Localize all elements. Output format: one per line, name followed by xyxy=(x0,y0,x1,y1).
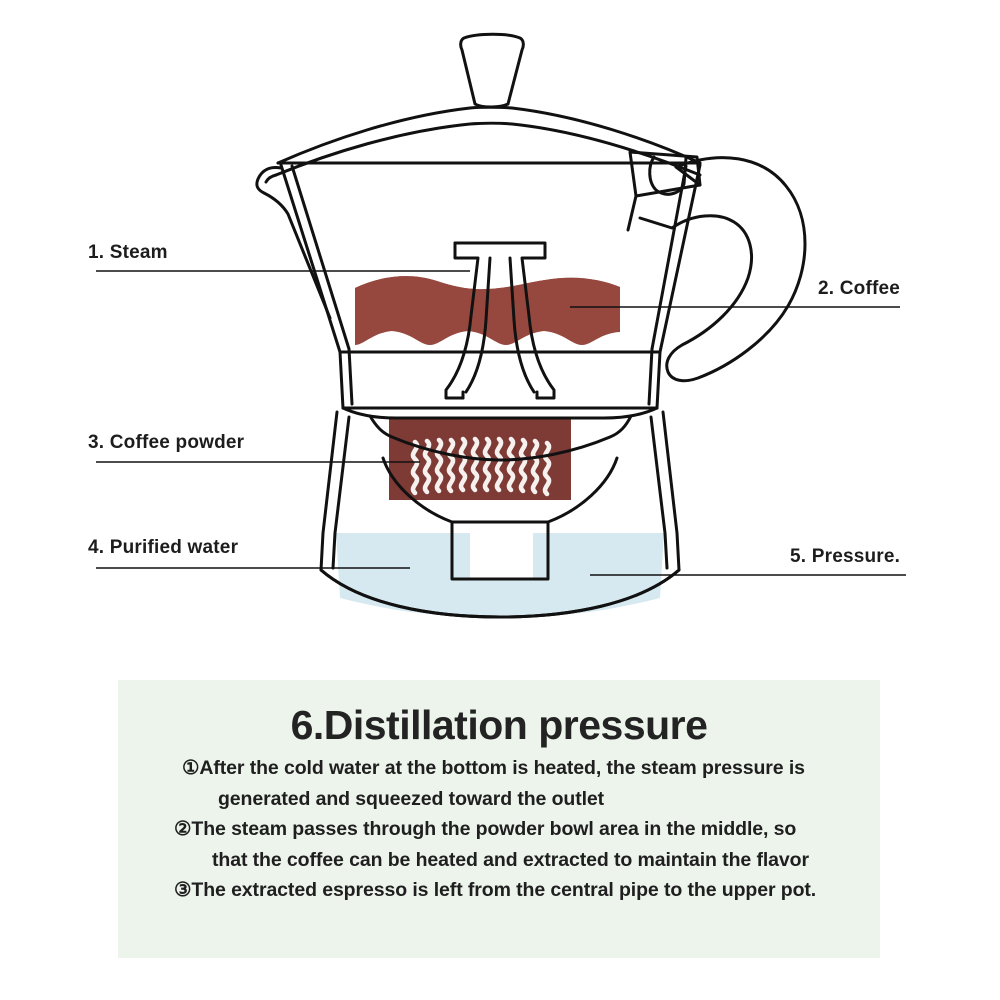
callout-label-pressure: 5. Pressure. xyxy=(790,546,901,567)
panel-line-1: ①After the cold water at the bottom is h… xyxy=(182,757,805,779)
pot-handle-outer xyxy=(638,156,807,383)
callout-label-coffee-powder: 3. Coffee powder xyxy=(88,432,245,453)
lid-rim-inner xyxy=(274,121,702,177)
handle-mount-notch xyxy=(648,155,688,196)
panel-line-2: generated and squeezed toward the outlet xyxy=(218,787,605,810)
panel-title: 6.Distillation pressure xyxy=(290,702,708,748)
filter-basket-rim xyxy=(368,414,633,462)
callout-label-steam: 1. Steam xyxy=(88,242,168,263)
central-column-right xyxy=(453,241,556,400)
steam-tube-inner-right xyxy=(508,256,536,394)
lower-chamber-inner-right xyxy=(649,415,669,570)
panel-line-5: ③The extracted espresso is left from the… xyxy=(174,879,817,901)
callout-leader-lines xyxy=(96,270,906,576)
steam-tube-inner-left xyxy=(464,256,492,394)
central-column-left xyxy=(444,241,480,400)
lid-dome xyxy=(276,105,702,165)
panel-line-3: ②The steam passes through the powder bow… xyxy=(174,818,797,840)
upper-chamber-skirt-inner-left xyxy=(347,347,354,406)
lower-chamber-inner-left xyxy=(331,415,351,570)
pot-joint-band xyxy=(341,406,659,420)
handle-mount-edge xyxy=(674,165,702,187)
callout-label-purified-water: 4. Purified water xyxy=(88,537,239,558)
callout-label-coffee: 2. Coffee xyxy=(818,278,901,299)
handle-mount-stem xyxy=(626,194,638,232)
purified-water-fill xyxy=(336,533,664,617)
upper-chamber-skirt xyxy=(338,350,662,410)
upper-chamber-skirt-inner-right xyxy=(647,347,654,406)
spout xyxy=(255,166,332,320)
coffee-powder-squiggles xyxy=(410,436,552,497)
upper-chamber-inner-right xyxy=(650,164,688,351)
distillation-pressure-panel: 6.Distillation pressure ①After the cold … xyxy=(118,680,880,958)
spout-lip xyxy=(264,173,278,184)
panel-body: ①After the cold water at the bottom is h… xyxy=(118,749,880,901)
upper-chamber-inner-left xyxy=(290,164,351,351)
lid-knob xyxy=(459,32,525,109)
panel-line-4: that the coffee can be heated and extrac… xyxy=(212,848,809,871)
lower-chamber-bottom xyxy=(319,568,681,619)
upper-chamber-body xyxy=(279,163,702,354)
